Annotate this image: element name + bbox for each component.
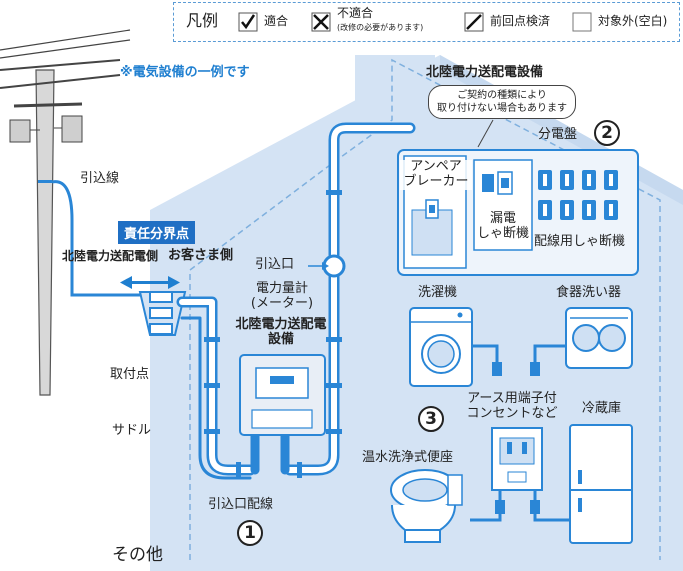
legend-fail-sublabel: (改修の必要があります) xyxy=(337,23,424,32)
leakage-breaker-label: 漏電 しゃ断機 xyxy=(474,211,532,242)
ampere-breaker-label: アンペア ブレーカー xyxy=(400,159,472,190)
boundary-arrow xyxy=(120,276,180,289)
contract-note-line1: ご契約の種類により xyxy=(457,90,547,101)
example-note: ※電気設備の一例です xyxy=(120,65,250,80)
outlet-label: アース用端子付 コンセントなど xyxy=(452,391,572,422)
cross-mark-icon xyxy=(311,12,331,32)
check-mark-icon xyxy=(238,12,258,32)
legend-previous-label: 前回点検済 xyxy=(490,14,551,28)
entry-wiring-pipe xyxy=(176,122,416,480)
mount-point-label: 取付点 xyxy=(110,367,150,382)
legend-pass-label: 適合 xyxy=(264,14,289,28)
meter-label-line2: (メーター) xyxy=(250,295,314,311)
service-drop-label: 引込線 xyxy=(80,171,120,186)
leakage-breaker-line1: 漏電 xyxy=(489,211,516,226)
number-badge-2: 2 xyxy=(594,120,620,146)
utility-equipment-label: 北陸電力送配電設備 xyxy=(426,65,544,80)
meter-owner-label: 北陸電力送配電 設備 xyxy=(225,317,337,348)
legend-box: 凡例 適合 不適合 (改修の必要があります) 前回点検済 対象外(空白) xyxy=(173,2,680,42)
slash-mark-icon xyxy=(464,12,484,32)
other-label: その他 xyxy=(112,545,163,565)
leakage-breaker-line2: しゃ断機 xyxy=(476,225,529,241)
panel-label: 分電盤 xyxy=(538,127,578,142)
plug-heads xyxy=(492,362,540,514)
service-drop-wire xyxy=(51,180,150,297)
house-boundary-dashed xyxy=(189,58,661,560)
mount-point-insulators xyxy=(138,291,187,336)
entry-port-label: 引込口 xyxy=(255,257,295,272)
washer-label: 洗濯機 xyxy=(418,285,458,300)
customer-side-label: お客さま側 xyxy=(168,248,234,263)
number-badge-3: 3 xyxy=(418,406,444,432)
number-badge-1: 1 xyxy=(237,520,263,546)
meter-owner-line2: 設備 xyxy=(267,331,294,347)
electric-meter xyxy=(239,354,326,436)
contract-note-bubble: ご契約の種類により 取り付けない場合もあります xyxy=(428,85,576,119)
meter-label-line1: 電力量計 xyxy=(255,281,308,296)
blank-box-icon xyxy=(572,12,592,32)
legend-title: 凡例 xyxy=(186,11,219,30)
utility-pole xyxy=(0,29,131,396)
outlet-line1: アース用端子付 xyxy=(467,391,557,406)
contract-note-line2: 取り付けない場合もあります xyxy=(437,103,567,114)
fridge-label: 冷蔵庫 xyxy=(582,401,622,416)
meter-label: 電力量計 (メーター) xyxy=(232,281,332,312)
grounded-outlet xyxy=(491,427,543,491)
dishwasher-label: 食器洗い器 xyxy=(556,285,622,300)
dishwasher xyxy=(565,307,633,369)
legend-na-label: 対象外(空白) xyxy=(598,14,668,28)
saddle-label: サドル xyxy=(112,423,152,438)
responsibility-point-badge: 責任分界点 xyxy=(118,221,196,244)
ampere-breaker-line1: アンペア xyxy=(410,159,462,174)
washing-machine xyxy=(409,307,473,387)
toilet-label: 温水洗浄式便座 xyxy=(362,450,454,465)
legend-fail-label: 不適合 xyxy=(337,6,374,20)
outlet-line2: コンセントなど xyxy=(466,405,558,421)
utility-side-label: 北陸電力送配電側 xyxy=(62,249,159,263)
pipe-saddles xyxy=(204,190,342,478)
branch-breaker-label: 配線用しゃ断機 xyxy=(534,234,626,249)
meter-owner-line1: 北陸電力送配電 xyxy=(235,317,327,332)
toilet xyxy=(390,469,463,543)
ampere-breaker-line2: ブレーカー xyxy=(403,173,469,189)
refrigerator xyxy=(569,424,633,544)
entry-wiring-label: 引込口配線 xyxy=(208,497,274,512)
